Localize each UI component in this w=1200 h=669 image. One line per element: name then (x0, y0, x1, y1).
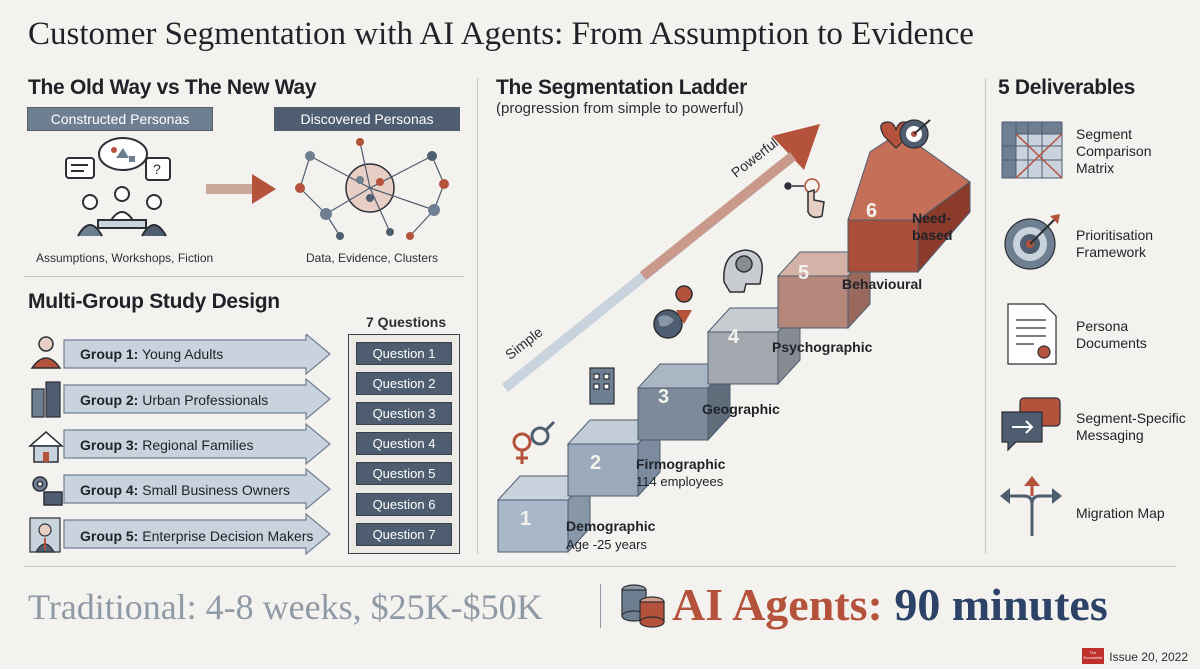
step-1-number: 1 (520, 508, 532, 530)
segmentation-ladder (496, 119, 971, 554)
study-design-heading: Multi-Group Study Design (28, 290, 280, 313)
group-arrows (28, 334, 331, 556)
heart-target-icon (880, 119, 931, 149)
young-adult-icon (30, 336, 62, 369)
transition-arrow-icon (206, 174, 276, 204)
divider-left (477, 78, 478, 554)
group-1-label: Group 1: Young Adults (80, 346, 224, 362)
discovered-caption: Data, Evidence, Clusters (306, 251, 439, 265)
step-3-front (637, 387, 709, 441)
question-3: Question 3 (356, 402, 452, 425)
constructed-caption: Assumptions, Workshops, Fiction (36, 251, 214, 265)
question-5: Question 5 (356, 462, 452, 485)
question-6: Question 6 (356, 493, 452, 516)
old-vs-new-illustration: ? (65, 137, 449, 240)
ladder-subheading: (progression from simple to powerful) (496, 100, 744, 117)
step-5-number: 5 (798, 262, 810, 284)
step-4-label: Psychographic (772, 339, 873, 355)
ai-agents-time: AI Agents: 90 minutes (672, 579, 1108, 630)
constructed-personas-label: Constructed Personas (27, 107, 213, 131)
executive-icon (29, 517, 61, 553)
deliverables-heading: 5 Deliverables (998, 76, 1136, 99)
document-icon (1007, 303, 1057, 365)
group-5-label: Group 5: Enterprise Decision Makers (80, 528, 314, 544)
step-1-front (497, 499, 569, 553)
divider-right (985, 78, 986, 554)
target-icon (1004, 214, 1060, 270)
migration-icon (1000, 476, 1062, 536)
step-2-front (567, 443, 639, 497)
step-6-number: 6 (866, 200, 878, 222)
question-2: Question 2 (356, 372, 452, 395)
question-4: Question 4 (356, 432, 452, 455)
step-1-sub: Age -25 years (566, 537, 647, 552)
network-cluster-icon (295, 138, 449, 240)
question-7: Question 7 (356, 523, 452, 546)
svg-text:?: ? (153, 161, 161, 177)
discovered-personas-label: Discovered Personas (274, 107, 460, 131)
divider-left-section (24, 276, 464, 277)
step-3-label: Geographic (702, 401, 780, 417)
house-icon (28, 431, 64, 463)
deliverable-icons (1000, 121, 1063, 536)
gears-briefcase-icon (32, 476, 63, 506)
step-2-label: Firmographic (636, 456, 726, 472)
step-6-top (847, 131, 971, 221)
traditional-cost: Traditional: 4-8 weeks, $25K-$50K (28, 587, 543, 627)
question-1: Question 1 (356, 342, 452, 365)
step-1-label: Demographic (566, 518, 656, 534)
page-title: Customer Segmentation with AI Agents: Fr… (28, 16, 974, 52)
message-icon (1001, 397, 1061, 452)
step-6-side (917, 181, 971, 274)
step-2-sub: 114 employees (636, 474, 724, 489)
step-5-front (777, 275, 849, 329)
step-4-number: 4 (728, 326, 740, 348)
group-4-label: Group 4: Small Business Owners (80, 482, 291, 498)
step-5-label: Behavioural (842, 276, 923, 292)
issue-label: Issue 20, 2022 (1109, 650, 1188, 664)
step-6-front (847, 219, 919, 273)
group-3-label: Group 3: Regional Families (80, 437, 254, 453)
matrix-icon (1001, 121, 1063, 179)
office-building-icon (589, 367, 615, 405)
divider-bottom (24, 566, 1176, 567)
bottom-divider (600, 584, 601, 628)
progression-arrow (502, 124, 820, 392)
buildings-icon (31, 381, 61, 418)
ladder-heading: The Segmentation Ladder (496, 76, 747, 99)
head-brain-icon (723, 249, 763, 293)
step-6-label: Need-based (912, 210, 953, 243)
group-2-label: Group 2: Urban Professionals (80, 392, 269, 408)
step-4-front (707, 331, 779, 385)
globe-pin-icon (653, 285, 693, 339)
step-3-number: 3 (658, 386, 670, 408)
coins-icon (621, 584, 665, 628)
gender-symbols-icon (512, 420, 556, 464)
hand-click-icon (784, 178, 825, 219)
workshop-people-icon: ? (65, 137, 171, 237)
step-2-number: 2 (590, 452, 602, 474)
old-vs-new-heading: The Old Way vs The New Way (28, 76, 317, 99)
deliverable-5: Migration Map (1076, 505, 1165, 521)
questions-heading: 7 Questions (366, 314, 447, 330)
